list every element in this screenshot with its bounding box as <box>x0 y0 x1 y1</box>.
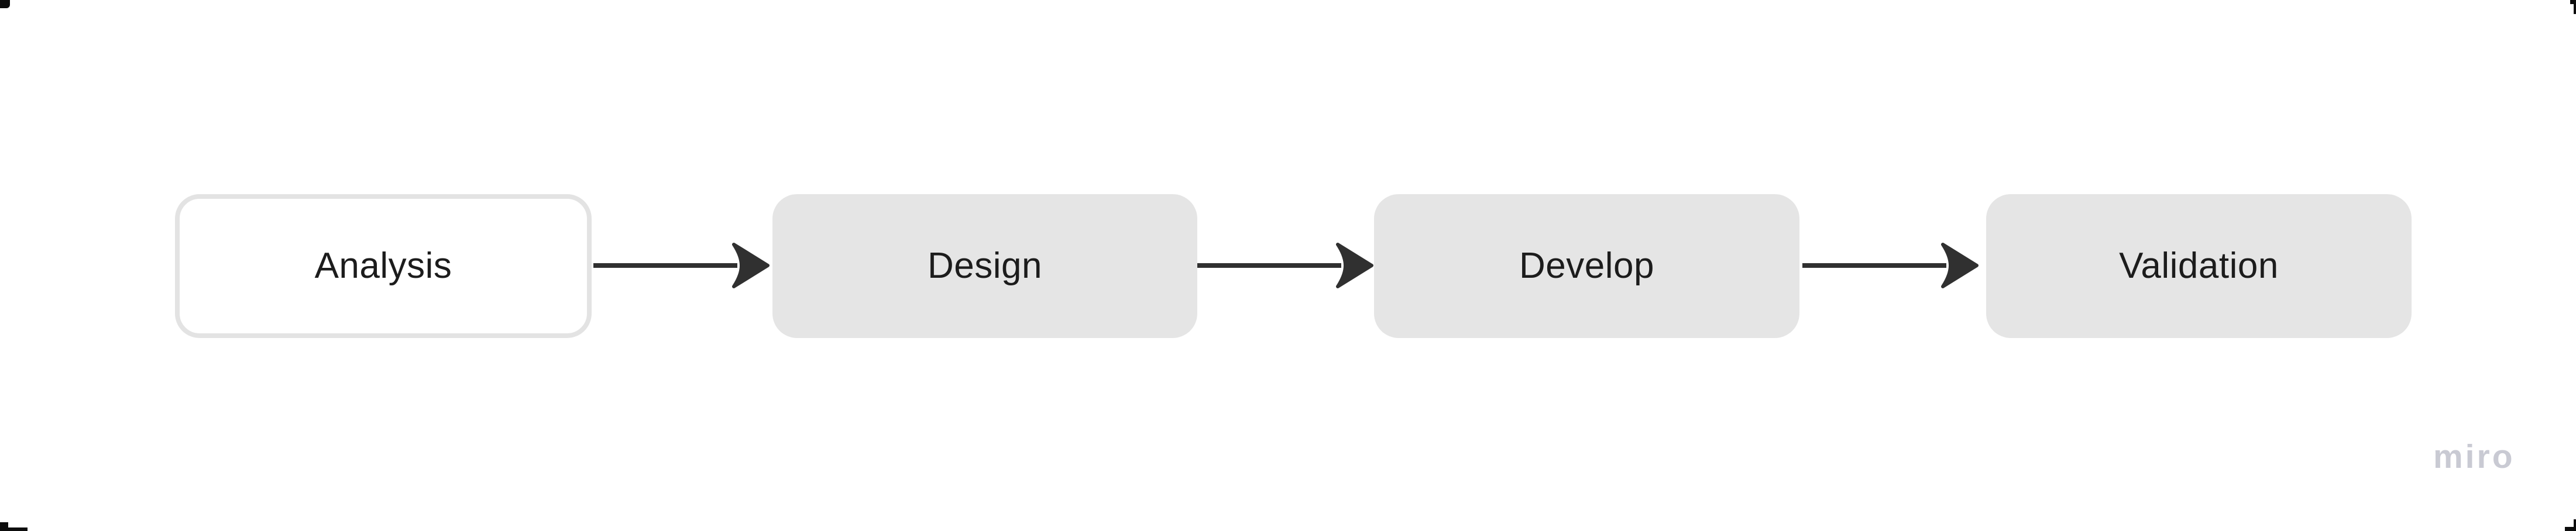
arrowhead-icon <box>1941 243 1979 288</box>
flow-arrow-analysis-to-design[interactable] <box>591 241 771 290</box>
flow-node-design[interactable]: Design <box>772 194 1197 338</box>
flow-node-label: Develop <box>1519 246 1654 286</box>
flow-node-validation[interactable]: Validation <box>1986 194 2412 338</box>
arrowhead-icon <box>732 243 770 288</box>
frame-corner-mark-bottom-right <box>2574 519 2576 531</box>
flow-node-develop[interactable]: Develop <box>1374 194 1799 338</box>
flow-node-label: Design <box>928 246 1042 286</box>
miro-watermark: miro <box>2433 438 2515 475</box>
frame-corner-mark-top-right <box>2574 0 2576 14</box>
frame-corner-mark-bottom-left <box>0 527 28 531</box>
flow-node-label: Validation <box>2119 246 2279 286</box>
frame-corner-mark-bottom-right <box>2565 527 2576 531</box>
flow-node-analysis[interactable]: Analysis <box>175 194 592 338</box>
flow-node-label: Analysis <box>314 246 452 286</box>
frame-corner-mark-top-left <box>0 0 10 8</box>
flow-arrow-design-to-develop[interactable] <box>1195 241 1375 290</box>
arrowhead-icon <box>1336 243 1373 288</box>
flow-arrow-develop-to-validation[interactable] <box>1800 241 1980 290</box>
frame-corner-mark-top-right <box>2570 0 2576 4</box>
